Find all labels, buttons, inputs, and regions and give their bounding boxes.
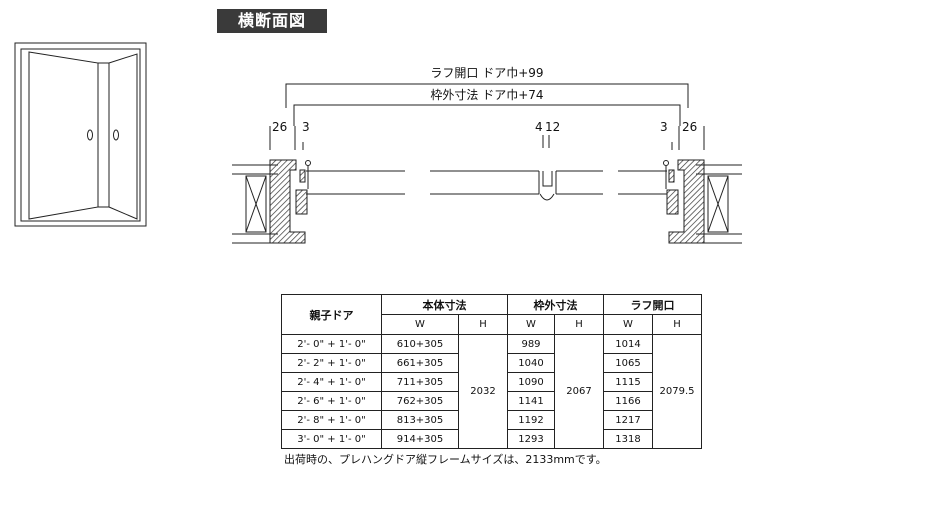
table-row: 2'- 0" + 1'- 0" 610+305 2032 989 2067 10… — [281, 334, 702, 449]
frame-w-cell: 989 — [507, 334, 555, 354]
right-jamb-section — [666, 159, 705, 244]
table-row: 2'- 4" + 1'- 0" 711+305 1090 1115 — [281, 372, 702, 392]
rough-w-cell: 1217 — [603, 410, 653, 430]
door-elevation-icon — [14, 42, 147, 227]
header-frame: 枠外寸法 — [507, 294, 604, 315]
model-cell: 3'- 0" + 1'- 0" — [281, 429, 382, 449]
frame-h-cell: 2067 — [554, 334, 604, 449]
col-rough-w: W — [603, 314, 653, 335]
header-model: 親子ドア — [281, 294, 382, 335]
table-row: 2'- 8" + 1'- 0" 813+305 1192 1217 — [281, 410, 702, 430]
col-frame-w: W — [507, 314, 555, 335]
body-w-cell: 762+305 — [381, 391, 459, 411]
table-row: 2'- 6" + 1'- 0" 762+305 1141 1166 — [281, 391, 702, 411]
frame-w-cell: 1040 — [507, 353, 555, 373]
rough-w-cell: 1115 — [603, 372, 653, 392]
col-frame-h: H — [554, 314, 604, 335]
col-body-h: H — [458, 314, 508, 335]
model-cell: 2'- 0" + 1'- 0" — [281, 334, 382, 354]
dimension-lines — [269, 83, 705, 150]
dim-center-right: 12 — [545, 120, 560, 134]
table-row: 2'- 2" + 1'- 0" 661+305 1040 1065 — [281, 353, 702, 373]
model-cell: 2'- 4" + 1'- 0" — [281, 372, 382, 392]
body-w-cell: 610+305 — [381, 334, 459, 354]
frame-w-cell: 1192 — [507, 410, 555, 430]
col-rough-h: H — [652, 314, 702, 335]
dim-left-inner: 3 — [302, 120, 310, 134]
dim-right-outer: 26 — [682, 120, 697, 134]
rough-w-cell: 1166 — [603, 391, 653, 411]
door-leaves — [306, 170, 667, 201]
rough-w-cell: 1014 — [603, 334, 653, 354]
body-w-cell: 914+305 — [381, 429, 459, 449]
dim-right-inner: 3 — [660, 120, 668, 134]
shipping-note: 出荷時の、プレハングドア縦フレームサイズは、2133mmです。 — [284, 453, 607, 466]
frame-w-cell: 1141 — [507, 391, 555, 411]
frame-outside-label: 枠外寸法 ドア巾+74 — [430, 88, 543, 102]
body-h-cell: 2032 — [458, 334, 508, 449]
left-jamb-section — [269, 159, 308, 244]
dim-left-outer: 26 — [272, 120, 287, 134]
header-body: 本体寸法 — [381, 294, 508, 315]
rough-opening-label: ラフ開口 ドア巾+99 — [430, 66, 543, 80]
col-body-w: W — [381, 314, 459, 335]
frame-w-cell: 1293 — [507, 429, 555, 449]
body-w-cell: 711+305 — [381, 372, 459, 392]
body-w-cell: 661+305 — [381, 353, 459, 373]
rough-w-cell: 1318 — [603, 429, 653, 449]
section-title: 横断面図 — [217, 9, 327, 33]
model-cell: 2'- 8" + 1'- 0" — [281, 410, 382, 430]
model-cell: 2'- 2" + 1'- 0" — [281, 353, 382, 373]
hinge-marks — [305, 160, 669, 189]
table-row: 3'- 0" + 1'- 0" 914+305 1293 1318 — [281, 429, 702, 449]
rough-h-cell: 2079.5 — [652, 334, 702, 449]
body-w-cell: 813+305 — [381, 410, 459, 430]
model-cell: 2'- 6" + 1'- 0" — [281, 391, 382, 411]
header-rough: ラフ開口 — [603, 294, 702, 315]
rough-w-cell: 1065 — [603, 353, 653, 373]
dim-center-left: 4 — [535, 120, 543, 134]
door-size-table: 親子ドア 本体寸法 枠外寸法 ラフ開口 W H W H W H 2'- 0" +… — [281, 294, 702, 449]
frame-w-cell: 1090 — [507, 372, 555, 392]
